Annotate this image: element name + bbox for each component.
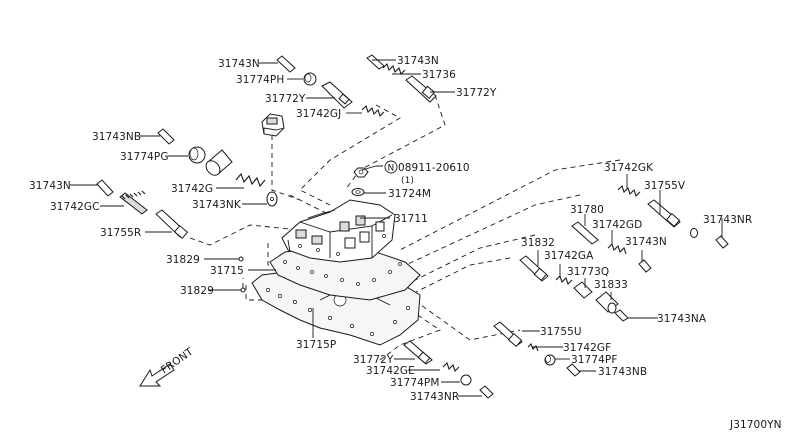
label-31774PH[interactable]: 31774PH (236, 74, 284, 86)
label-31742GF[interactable]: 31742GF (563, 342, 611, 354)
n-circle-icon (384, 160, 398, 174)
separator-plate-31715[interactable] (269, 245, 421, 301)
spring-31742GE[interactable] (442, 361, 460, 373)
retainer-pin-31743NB-left[interactable] (157, 128, 175, 145)
label-n-prefix: N (388, 164, 395, 174)
washer-31724M[interactable] (351, 188, 365, 196)
label-31772Y-top-left[interactable]: 31772Y (265, 93, 306, 105)
leader-lines (70, 59, 723, 397)
valve-31772Y-top-right[interactable] (405, 75, 437, 103)
label-31743N-top[interactable]: 31743N (218, 58, 260, 70)
label-31715[interactable]: 31715 (210, 265, 244, 277)
label-31774PG[interactable]: 31774PG (120, 151, 169, 163)
nut-08911-20610[interactable] (353, 167, 369, 178)
label-31755R[interactable]: 31755R (100, 227, 141, 239)
valve-31780[interactable] (571, 221, 599, 245)
retainer-pin-31743N-right[interactable] (638, 259, 652, 273)
label-nut-08911-20610[interactable]: N 08911-20610 (1) (384, 160, 470, 186)
label-front-direction: FRONT (159, 345, 196, 376)
label-31833[interactable]: 31833 (594, 279, 628, 291)
plug-31773Q[interactable] (573, 281, 593, 299)
label-31742G[interactable]: 31742G (171, 183, 213, 195)
plug-31743NR-small[interactable] (690, 228, 698, 238)
label-31772Y-bottom[interactable]: 31772Y (353, 354, 394, 366)
label-31743NR-right[interactable]: 31743NR (703, 214, 752, 226)
label-31743NK[interactable]: 31743NK (192, 199, 242, 211)
valve-31772Y-bottom[interactable] (403, 340, 433, 365)
valve-31755V[interactable] (647, 199, 681, 228)
front-direction-arrow (139, 363, 175, 387)
spring-31742GC[interactable] (119, 190, 148, 215)
label-31742GA[interactable]: 31742GA (544, 250, 594, 262)
label-31774PM[interactable]: 31774PM (390, 377, 440, 389)
label-31774PF[interactable]: 31774PF (571, 354, 617, 366)
spring-31742GJ[interactable] (361, 104, 385, 118)
retainer-pin-31743N-top-right[interactable] (366, 54, 385, 70)
label-31742GE[interactable]: 31742GE (366, 365, 415, 377)
label-31829-upper[interactable]: 31829 (166, 254, 200, 266)
retainer-pin-31743NR-bottom[interactable] (479, 385, 494, 399)
label-08911-qty: (1) (401, 176, 414, 186)
upper-valve-body-31711[interactable] (281, 199, 396, 263)
plug-31774PM[interactable] (460, 374, 472, 386)
label-31755V[interactable]: 31755V (644, 180, 686, 192)
label-31743N-left[interactable]: 31743N (29, 180, 71, 192)
plug-31774PG[interactable] (188, 146, 206, 164)
valve-31755U[interactable] (493, 321, 523, 347)
label-31743NB-left[interactable]: 31743NB (92, 131, 141, 143)
spring-31742GF[interactable] (527, 343, 539, 352)
label-08911-20610: 08911-20610 (398, 162, 470, 174)
label-31829-lower[interactable]: 31829 (180, 285, 214, 297)
retainer-pin-31743NB-bottom[interactable] (566, 363, 581, 377)
label-31832[interactable]: 31832 (521, 237, 555, 249)
spring-31742GD[interactable] (607, 242, 627, 255)
retainer-pin-31743N-top[interactable] (276, 55, 296, 73)
retainer-pin-31743NA[interactable] (614, 309, 629, 322)
label-31742GJ[interactable]: 31742GJ (296, 108, 341, 120)
valve-31772Y-top-left[interactable] (321, 81, 353, 109)
label-31780[interactable]: 31780 (570, 204, 604, 216)
label-31772Y-top-right[interactable]: 31772Y (456, 87, 497, 99)
connector-block[interactable] (261, 113, 285, 137)
plug-31774PF[interactable] (544, 354, 556, 366)
label-31715P[interactable]: 31715P (296, 339, 336, 351)
label-31742GD[interactable]: 31742GD (592, 219, 642, 231)
label-31743NR-bottom[interactable]: 31743NR (410, 391, 459, 403)
assembly-dashed-lines (189, 94, 621, 361)
part-labels: 31743N 31774PH 31772Y 31742GJ 31743N 317… (29, 55, 782, 431)
label-31773Q[interactable]: 31773Q (567, 266, 609, 278)
label-31755U[interactable]: 31755U (540, 326, 582, 338)
spring-31742GA[interactable] (555, 274, 573, 286)
label-31742GK[interactable]: 31742GK (604, 162, 654, 174)
valve-31832[interactable] (519, 255, 549, 282)
label-31742GC[interactable]: 31742GC (50, 201, 100, 213)
clip-31829-lower[interactable] (240, 278, 246, 293)
valve-31755R[interactable] (155, 209, 189, 239)
label-31743N-top-right[interactable]: 31743N (397, 55, 439, 67)
label-31743NB-bottom[interactable]: 31743NB (598, 366, 647, 378)
clip-31829-upper[interactable] (238, 256, 244, 262)
spring-31742G[interactable] (235, 172, 266, 188)
spring-31736[interactable] (382, 62, 406, 76)
sleeve-31833[interactable] (595, 291, 619, 314)
diagram-reference-code: J31700YN (729, 419, 782, 431)
spring-31742GK[interactable] (617, 184, 641, 198)
sleeve-31774PG-b[interactable] (203, 149, 233, 178)
retainer-pin-31743NR-right[interactable] (715, 235, 729, 249)
washer-31743NK[interactable] (266, 191, 278, 207)
plug-31774PH[interactable] (303, 72, 317, 86)
retainer-pin-31743N-left[interactable] (96, 179, 114, 197)
label-31711[interactable]: 31711 (394, 213, 428, 225)
label-31736[interactable]: 31736 (422, 69, 456, 81)
label-31724M[interactable]: 31724M (388, 188, 431, 200)
label-31743N-right[interactable]: 31743N (625, 236, 667, 248)
label-31743NA[interactable]: 31743NA (657, 313, 707, 325)
